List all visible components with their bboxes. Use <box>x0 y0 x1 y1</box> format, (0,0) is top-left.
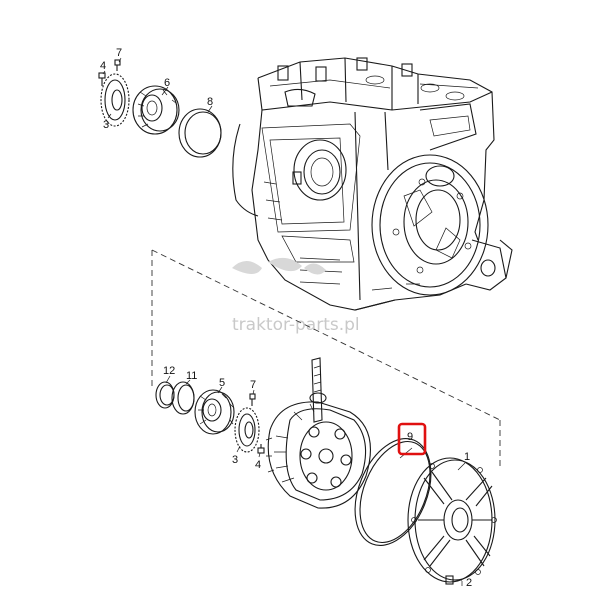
label-4-bottom: 4 <box>255 459 261 471</box>
top-assembly <box>98 59 222 158</box>
sprocket-3-bottom <box>234 407 260 453</box>
highlight-box-part-9 <box>397 422 427 456</box>
bolt-4-bottom <box>257 444 265 454</box>
label-5: 5 <box>219 377 225 389</box>
bolt-4-top <box>98 72 106 86</box>
cover-plate-1 <box>407 457 497 583</box>
label-12: 12 <box>163 365 175 377</box>
label-2: 2 <box>466 577 472 589</box>
label-9: 9 <box>407 431 413 443</box>
label-6: 6 <box>164 77 170 89</box>
hub-6 <box>132 85 180 135</box>
sprocket-3-top <box>100 73 130 127</box>
o-ring-9 <box>354 437 432 547</box>
assembly-dashed-lines <box>151 249 501 470</box>
hub-5 <box>194 389 235 435</box>
ring-8 <box>178 108 222 158</box>
part-labels: 4 7 3 6 8 12 11 5 7 3 4 9 1 2 <box>100 47 472 589</box>
label-1: 1 <box>464 451 470 463</box>
ring-12 <box>155 381 175 409</box>
gearbox-housing <box>232 57 513 311</box>
label-7-top: 7 <box>116 47 122 59</box>
label-4-top: 4 <box>100 60 106 72</box>
bolt-2 <box>445 575 462 585</box>
part-7-top <box>114 59 121 71</box>
label-3-bottom: 3 <box>232 454 238 466</box>
label-7-bottom: 7 <box>250 379 256 391</box>
part-7-bottom <box>249 393 256 406</box>
label-8: 8 <box>207 96 213 108</box>
clutch-pack <box>265 357 371 509</box>
watermark-text: traktor-parts.pl <box>232 315 360 335</box>
leader-lines <box>102 57 466 586</box>
ring-11 <box>171 381 195 415</box>
bottom-assembly <box>155 381 265 454</box>
label-11: 11 <box>186 370 197 382</box>
watermark: traktor-parts.pl <box>232 257 360 335</box>
label-3-top: 3 <box>103 119 109 131</box>
